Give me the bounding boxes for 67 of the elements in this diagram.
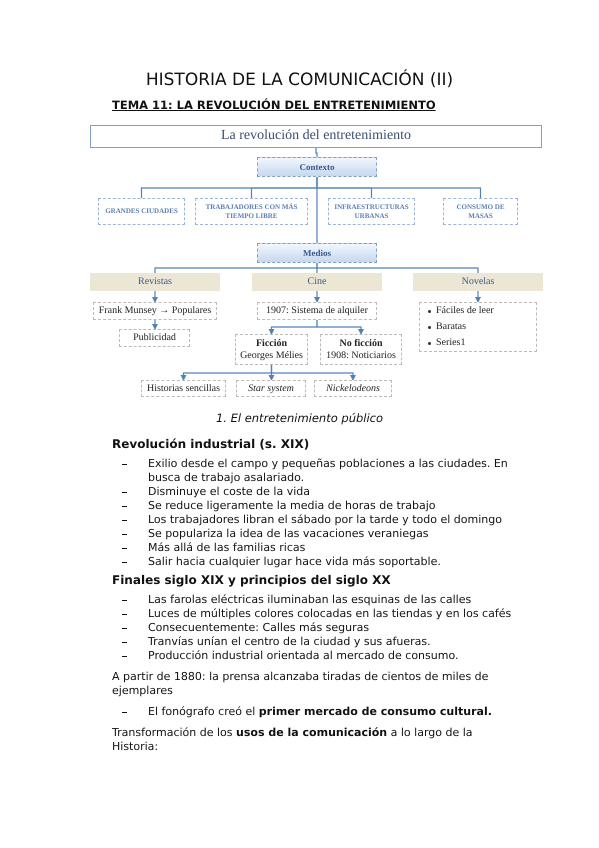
figure-caption: 1. El entretenimiento público (214, 411, 384, 425)
arrow (270, 365, 356, 381)
node-text: Cine (308, 276, 326, 288)
arrow (152, 291, 158, 303)
context-box (98, 198, 185, 225)
node-text: La revolución del entretenimiento (220, 128, 412, 145)
list-item: Tranvías unían el centro de la ciudad y sus afueras. (148, 635, 431, 649)
item-box (257, 302, 377, 320)
node-text: Star system (248, 382, 294, 394)
item-box (93, 302, 217, 320)
item-box (141, 380, 226, 397)
item-box (320, 334, 402, 365)
node-text: Frank Munsey → Populares (98, 305, 212, 317)
list-item: Más allá de las familias ricas (148, 541, 306, 555)
node-text: 1908: Noticiarios (326, 350, 396, 361)
list-item: Baratas (436, 321, 466, 333)
node-text: No ficción (339, 338, 383, 350)
media-band (90, 273, 220, 291)
context-box (328, 198, 415, 225)
list-item: Consecuentemente: Calles más seguras (148, 621, 370, 635)
arrow (475, 291, 481, 303)
category-box (257, 243, 377, 263)
node-text: Georges Mélies (240, 350, 303, 361)
node-text: Revistas (138, 276, 172, 288)
arrow (314, 291, 320, 303)
list-item: Producción industrial orientada al mercado de consumo. (148, 649, 458, 663)
item-box (235, 334, 308, 365)
arrow (316, 320, 364, 335)
paragraph: Transformación de los usos de la comunicación a lo largo de la Historia: (112, 726, 474, 754)
context-box (443, 198, 518, 225)
connector-line (315, 148, 318, 157)
section-heading: Finales siglo XIX y principios del siglo XX (112, 573, 392, 587)
node-text: Publicidad (133, 332, 176, 344)
list-item: Se reduce ligeramente la media de horas de trabajo (148, 499, 436, 513)
list-box (419, 302, 537, 352)
context-box (195, 198, 308, 225)
node-text: Historias sencillas (146, 382, 220, 394)
connector-line (316, 177, 318, 243)
media-band (252, 273, 382, 291)
media-band (413, 273, 543, 291)
item-box (236, 380, 306, 397)
item-box (119, 329, 190, 347)
node-text: Contexto (300, 162, 334, 172)
node-text: Ficción (256, 338, 288, 350)
list-item: Se populariza la idea de las vacaciones veraniegas (148, 527, 429, 541)
node-text: 1907: Sistema de alquiler (266, 305, 368, 317)
section-heading: Revolución industrial (s. XIX) (112, 437, 310, 451)
section-heading: TEMA 11: LA REVOLUCIÓN DEL ENTRETENIMIENTO (112, 98, 436, 112)
list-item: Disminuye el coste de la vida (148, 485, 310, 499)
page-title: HISTORIA DE LA COMUNICACIÓN (II) (144, 70, 454, 90)
list-item: Fáciles de leer (436, 305, 494, 317)
connector-line (316, 263, 479, 273)
list-item: Las farolas eléctricas iluminaban las esquinas de las calles (148, 593, 472, 607)
list-item: Series1 (436, 337, 466, 349)
node-text: Medios (303, 248, 331, 258)
list-item: Los trabajadores libran el sábado por la tarde y todo el domingo (148, 513, 502, 527)
paragraph: A partir de 1880: la prensa alcanzaba tiradas de cientos de miles de ejemplares (112, 670, 490, 698)
item-box (314, 380, 392, 397)
node-text: Novelas (462, 276, 494, 288)
list-item: Luces de múltiples colores colocadas en las tiendas y en los cafés (148, 607, 512, 621)
list-item: El fonógrafo creó el primer mercado de consumo cultural. (148, 705, 492, 719)
node-text: Nickelodeons (326, 382, 380, 394)
list-item: Exilio desde el campo y pequeñas poblaciones a las ciudades. En busca de trabajo asalariado. (148, 457, 509, 485)
category-box (257, 157, 377, 177)
arrow (152, 320, 158, 330)
title-box (90, 125, 542, 148)
list-item: Salir hacia cualquier lugar hace vida más soportable. (148, 555, 441, 569)
